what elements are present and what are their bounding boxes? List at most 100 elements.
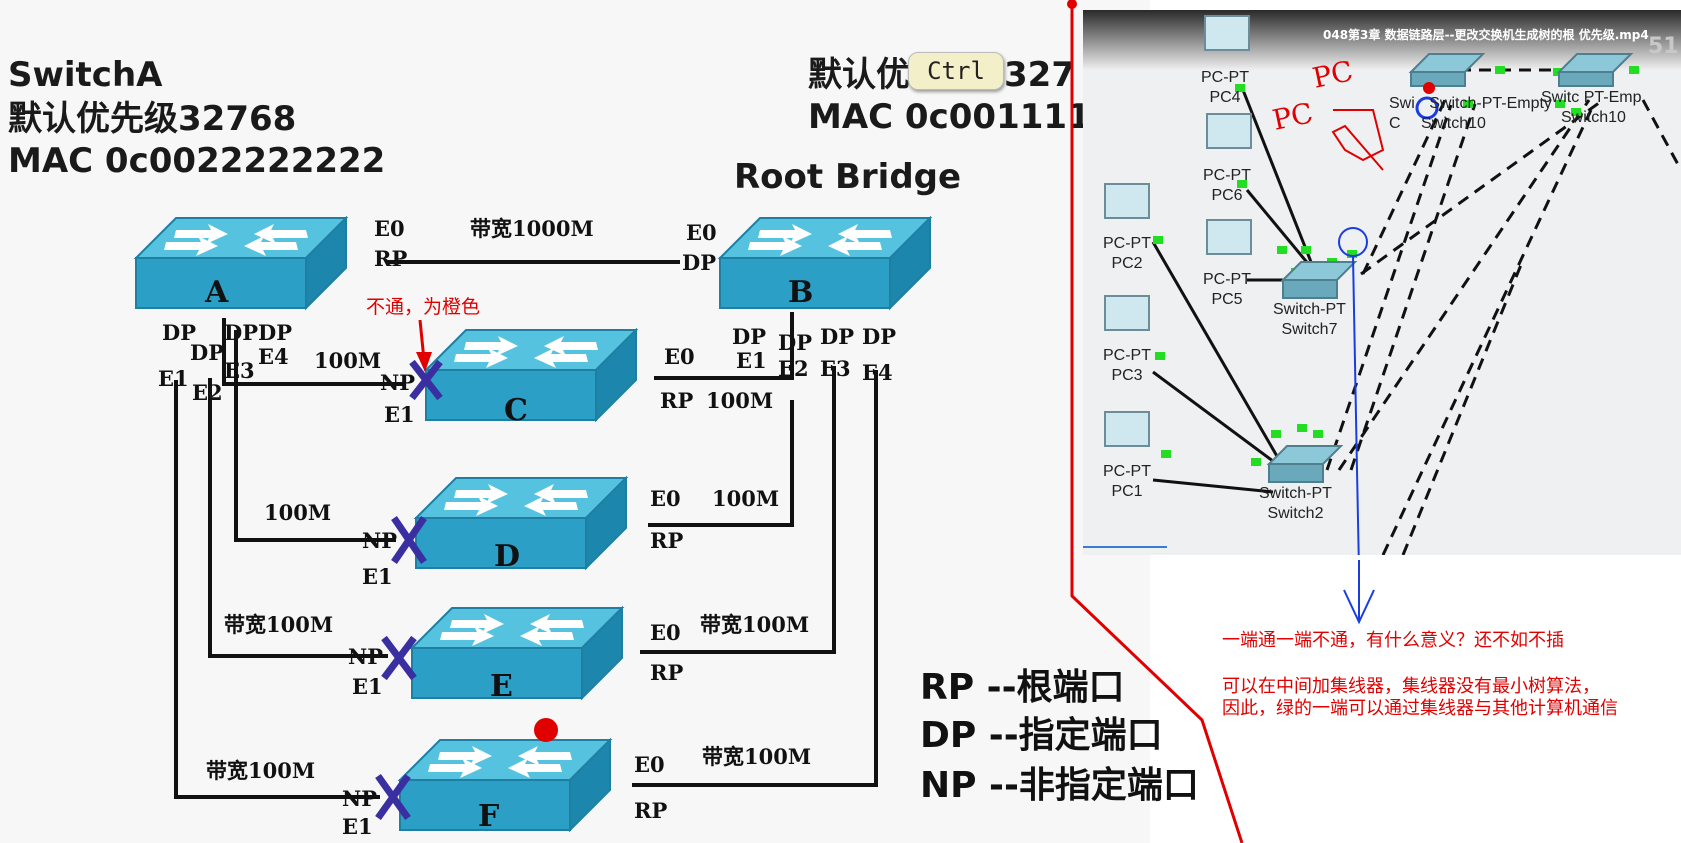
handwriting-pc-1: PC [1310, 54, 1356, 95]
switch-e-label: E [490, 669, 513, 704]
port-a-dp4: DP [258, 320, 292, 345]
port-b-dp3: DP [820, 324, 854, 349]
port-b-e2: E2 [778, 356, 809, 381]
block-x-e [381, 635, 417, 681]
port-a-rp: RP [374, 246, 407, 271]
bandwidth-a-b: 带宽1000M [470, 216, 594, 241]
blue-arrow-line [1352, 255, 1360, 555]
topology-dashed-links [1325, 68, 1681, 555]
port-b-e4: E4 [862, 360, 893, 385]
block-x-c [409, 359, 443, 401]
port-f-e1: E1 [342, 814, 373, 839]
pc2-icon[interactable] [1104, 183, 1150, 219]
port-c-rp: RP [660, 388, 693, 413]
orange-note-arrowhead [416, 352, 432, 372]
bandwidth-d-b: 100M [712, 486, 779, 511]
pc-icons [1104, 15, 1252, 447]
red-dot-marker-pt [1423, 82, 1435, 94]
port-c-e1: E1 [384, 402, 415, 427]
port-a-e1: E1 [158, 366, 189, 391]
bandwidth-a-f: 带宽100M [206, 758, 315, 783]
link-f-b [632, 370, 878, 787]
pc5-icon[interactable] [1206, 219, 1252, 255]
legend-dp: DP --指定端口 [920, 715, 1163, 756]
switch10a-icon[interactable] [1408, 53, 1486, 73]
switch-icons [1266, 53, 1634, 483]
bandwidth-e-b: 带宽100M [700, 612, 809, 637]
comment-line-2: 可以在中间加集线器，集线器没有最小树算法， [1222, 676, 1600, 697]
port-d-e1: E1 [362, 564, 393, 589]
port-e-np: NP [348, 644, 383, 669]
switch-a-mac: MAC 0c0022222222 [8, 141, 385, 181]
blue-circle-switch10 [1415, 96, 1439, 120]
port-a-e4: E4 [258, 344, 289, 369]
switch-a-priority: 默认优先级32768 [8, 99, 296, 139]
watermark: 51 [1648, 34, 1679, 59]
switch10b-icon-body [1558, 71, 1614, 87]
video-title: 048第3章 数据链路层--更改交换机生成树的根 优先级.mp4 [1323, 28, 1649, 42]
stp-diagram: A B C D E F SwitchA 默认优先级32768 MAC 0c002… [8, 55, 1091, 839]
port-a-dp3: DP [224, 320, 258, 345]
comment-line-3: 因此，绿的一端可以通过集线器与其他计算机通信 [1222, 698, 1618, 719]
bandwidth-a-c: 100M [314, 348, 381, 373]
switch2-icon-body [1268, 463, 1324, 483]
port-d-rp: RP [650, 528, 683, 553]
topology-solid-links [1151, 89, 1317, 494]
port-b-e3: E3 [820, 356, 851, 381]
switch-f-label: F [478, 799, 499, 834]
link-a-f [174, 380, 380, 799]
port-f-rp: RP [634, 798, 667, 823]
annotation-comment: 一端通一端不通，有什么意义？还不如不插 可以在中间加集线器，集线器没有最小树算法… [1222, 630, 1618, 720]
red-outline-annotation [1070, 0, 1244, 843]
switch10b-icon[interactable] [1556, 53, 1634, 73]
pc1-icon[interactable] [1104, 411, 1150, 447]
port-a-e0: E0 [374, 216, 405, 241]
bandwidth-a-e: 带宽100M [224, 612, 333, 637]
switch-a-title: SwitchA [8, 55, 163, 95]
switch7-icon[interactable] [1280, 261, 1358, 281]
right-mac: MAC 0c001111 [808, 97, 1091, 137]
pc4-icon[interactable] [1204, 15, 1250, 51]
switch-d-label: D [494, 539, 520, 574]
switch10a-icon-body [1410, 71, 1466, 87]
topology-canvas[interactable]: PC PC [1083, 10, 1681, 555]
right-priority-tail: 327 [1004, 55, 1075, 95]
port-b-dp: DP [682, 250, 716, 275]
port-e-e0: E0 [650, 620, 681, 645]
red-handwriting-scribble [1331, 109, 1385, 171]
root-bridge-label: Root Bridge [734, 157, 961, 197]
port-b-dp4: DP [862, 324, 896, 349]
port-a-dp1: DP [162, 320, 196, 345]
link-a-d [234, 330, 396, 542]
comment-line-1: 一端通一端不通，有什么意义？还不如不插 [1222, 630, 1564, 651]
port-b-dp2: DP [778, 330, 812, 355]
port-b-e1: E1 [736, 348, 767, 373]
port-d-np: NP [362, 528, 397, 553]
handwriting-pc-2: PC [1270, 96, 1316, 137]
port-a-e2: E2 [192, 380, 223, 405]
switch-a-label: A [204, 275, 229, 310]
pc6-icon[interactable] [1206, 113, 1252, 149]
packet-tracer-panel[interactable]: 048第3章 数据链路层--更改交换机生成树的根 优先级.mp4 51 [1083, 10, 1681, 555]
port-d-e0: E0 [650, 486, 681, 511]
bandwidth-f-b: 带宽100M [702, 744, 811, 769]
slide-panel: A B C D E F SwitchA 默认优先级32768 MAC 0c002… [8, 52, 1199, 839]
bandwidth-c-b: 100M [706, 388, 773, 413]
pc3-icon[interactable] [1104, 295, 1150, 331]
blue-arrow-tail [1343, 560, 1375, 625]
link-a-e [208, 378, 388, 658]
port-a-e3: E3 [224, 358, 255, 383]
port-c-np: NP [380, 370, 415, 395]
canvas-scroll-indicator [1083, 546, 1167, 548]
switch-b-label: B [788, 275, 813, 310]
legend-rp: RP --根端口 [920, 667, 1125, 708]
